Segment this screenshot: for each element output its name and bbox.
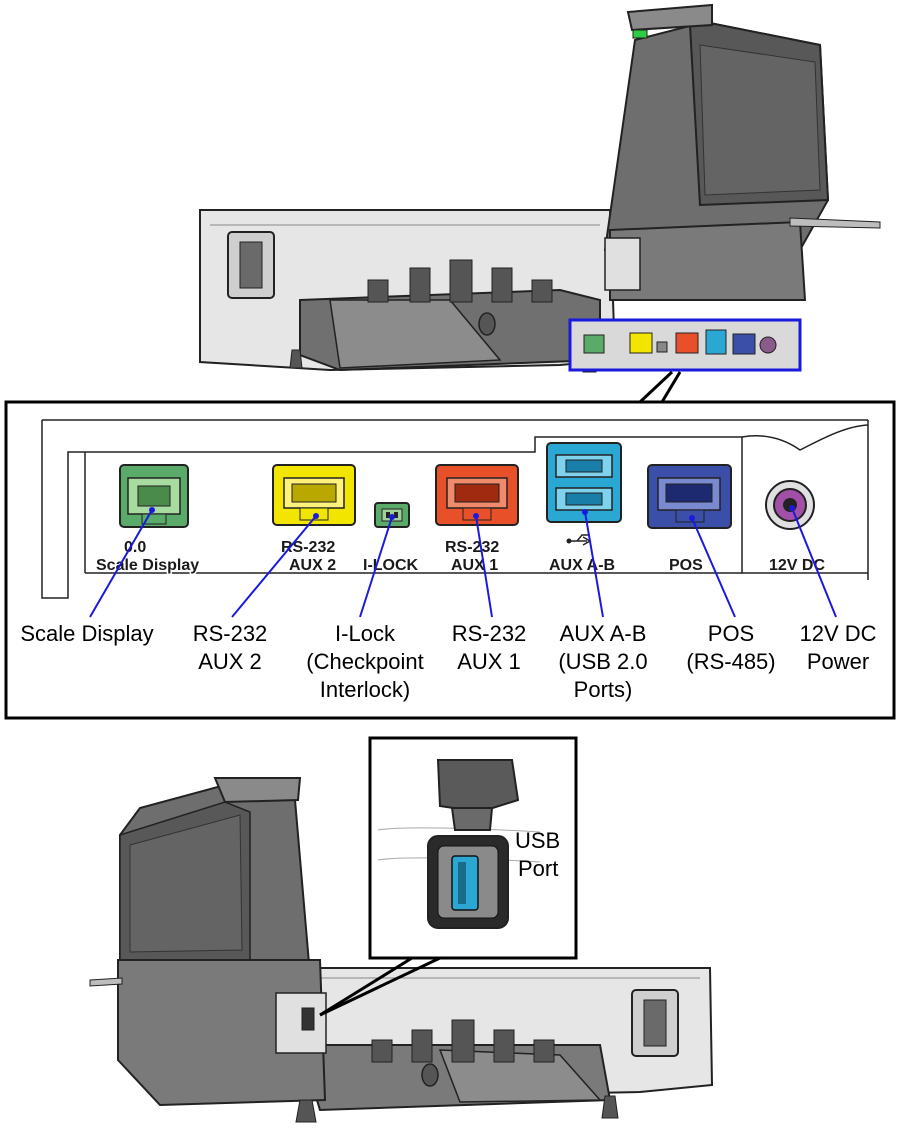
svg-text:Scale Display: Scale Display (20, 621, 153, 646)
callout-aux-ab: AUX A-B (USB 2.0 Ports) (558, 621, 647, 702)
top-scanner-illustration (199, 3, 881, 404)
dc-power-port (765, 480, 815, 530)
aux-ab-usb-port (546, 442, 622, 546)
svg-text:Ports): Ports) (574, 677, 633, 702)
svg-text:RS-232: RS-232 (193, 621, 268, 646)
usb-zoom-callout: USB Port (368, 736, 578, 960)
panel-label-ilock: I-LOCK (363, 557, 419, 574)
svg-text:POS: POS (708, 621, 754, 646)
callout-12v-dc-power: 12V DC Power (799, 621, 876, 674)
svg-text:(Checkpoint: (Checkpoint (306, 649, 423, 674)
rs232-aux2-port (272, 464, 356, 526)
usb-port-label-line1: USB (515, 828, 560, 853)
port-zoom-callout: 0.0 Scale Display RS-232 AUX 2 I-LOCK RS… (4, 400, 896, 720)
rs232-aux1-port (435, 464, 519, 526)
usb-port-label-line2: Port (518, 856, 558, 881)
bottom-scanner-illustration (89, 777, 714, 1123)
svg-text:12V DC: 12V DC (799, 621, 876, 646)
panel-label-scale-display: Scale Display (96, 557, 199, 574)
svg-text:Interlock): Interlock) (320, 677, 410, 702)
svg-text:(RS-485): (RS-485) (686, 649, 775, 674)
leader-lines (89, 507, 837, 618)
panel-label-aux-ab: AUX A-B (549, 557, 615, 574)
callout-pos: POS (RS-485) (686, 621, 775, 674)
svg-text:RS-232: RS-232 (452, 621, 527, 646)
svg-text:(USB 2.0: (USB 2.0 (558, 649, 647, 674)
panel-label-rs232-aux1-l1: RS-232 (445, 539, 499, 556)
callout-scale-display: Scale Display (20, 621, 153, 646)
scale-display-port (119, 464, 189, 528)
svg-text:AUX A-B: AUX A-B (560, 621, 647, 646)
callout-rs232-aux2: RS-232 AUX 2 (193, 621, 268, 674)
panel-label-scale-num: 0.0 (124, 539, 146, 556)
callout-rs232-aux1: RS-232 AUX 1 (452, 621, 527, 674)
svg-text:AUX 1: AUX 1 (457, 649, 521, 674)
svg-text:AUX 2: AUX 2 (198, 649, 262, 674)
callout-ilock: I-Lock (Checkpoint Interlock) (306, 621, 423, 702)
panel-label-pos: POS (669, 557, 703, 574)
svg-text:Power: Power (807, 649, 869, 674)
leader-dots (149, 505, 795, 521)
panel-label-rs232-aux2-l2: AUX 2 (289, 557, 336, 574)
svg-text:I-Lock: I-Lock (335, 621, 396, 646)
panel-label-rs232-aux1-l2: AUX 1 (451, 557, 498, 574)
panel-label-12v-dc: 12V DC (769, 557, 825, 574)
